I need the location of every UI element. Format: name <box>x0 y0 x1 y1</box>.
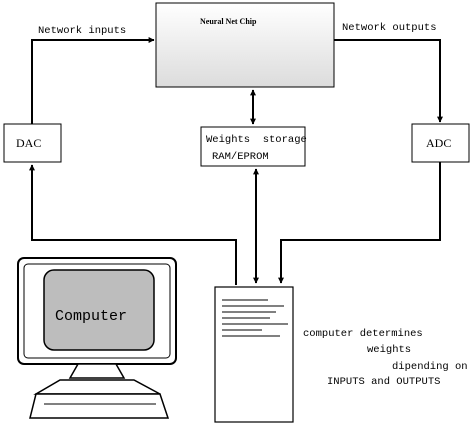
document-icon <box>214 286 294 423</box>
keyboard-base <box>29 393 170 419</box>
dac-box: DAC <box>3 123 62 163</box>
arrow-chip-to-adc <box>334 39 443 123</box>
note-line1: computer determines <box>303 328 423 340</box>
note-line2: weights <box>367 344 411 356</box>
weights-label-line2: RAM/EPROM <box>212 151 269 163</box>
chip-label: Neural Net Chip <box>200 17 257 26</box>
network-outputs-label: Network outputs <box>342 22 437 34</box>
arrow-dac-to-chip <box>31 37 155 124</box>
computer-icon: Computer <box>17 257 177 419</box>
weights-label-line1: Weights storage <box>206 134 307 146</box>
adc-box: ADC <box>411 123 470 163</box>
computer-screen-label: Computer <box>55 308 127 325</box>
note-line4: INPUTS and OUTPUTS <box>327 376 440 388</box>
neural-net-chip-box: Neural Net Chip <box>155 2 335 88</box>
adc-label: ADC <box>426 136 451 150</box>
monitor-stand <box>68 363 126 379</box>
note-line3: dipending on <box>392 361 468 373</box>
arrow-computer-to-dac <box>29 164 237 285</box>
network-inputs-label: Network inputs <box>38 25 126 37</box>
arrow-adc-to-computer <box>278 162 441 284</box>
weights-storage-box: Weights storage RAM/EPROM <box>200 126 307 167</box>
keyboard-top <box>33 379 161 395</box>
monitor-inner-frame <box>23 263 171 359</box>
dac-label: DAC <box>16 136 41 150</box>
monitor-screen <box>43 269 155 351</box>
